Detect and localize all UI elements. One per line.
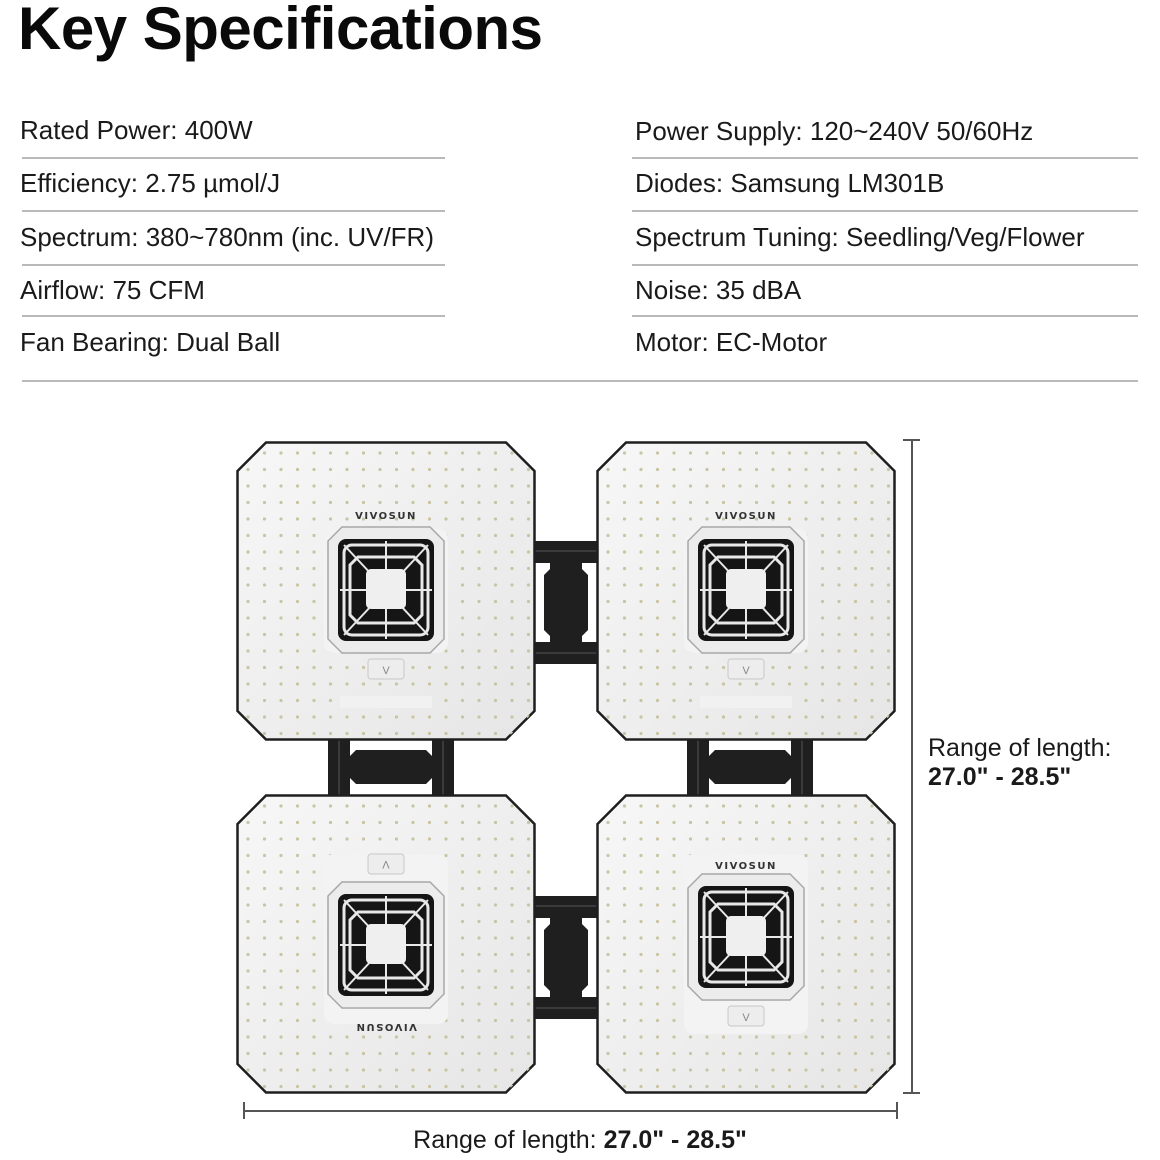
spec-spectrum: Spectrum: 380~780nm (inc. UV/FR) xyxy=(20,222,434,252)
height-range-label: Range of length: 27.0" - 28.5" xyxy=(928,734,1111,792)
brand-logo: VIVOSUN xyxy=(355,511,417,522)
badge-icon: V xyxy=(742,665,750,677)
light-panel-bottom-left: V VIVOSUN xyxy=(236,794,536,1094)
light-panel-top-right: VIVOSUN V xyxy=(596,441,896,741)
badge-icon: V xyxy=(382,665,390,677)
badge-icon: V xyxy=(742,1012,750,1024)
divider xyxy=(632,157,1138,159)
brand-logo: VIVOSUN xyxy=(715,511,777,522)
spec-efficiency: Efficiency: 2.75 µmol/J xyxy=(20,168,281,198)
spec-noise: Noise: 35 dBA xyxy=(635,275,802,305)
height-dimension-line xyxy=(911,439,913,1093)
dimension-cap xyxy=(896,1102,898,1119)
divider xyxy=(22,157,445,159)
dimension-cap xyxy=(903,439,920,441)
spec-diodes: Diodes: Samsung LM301B xyxy=(635,168,945,198)
spec-table: Rated Power: 400W Efficiency: 2.75 µmol/… xyxy=(0,104,1160,384)
divider xyxy=(632,264,1138,266)
connector-bracket-right xyxy=(687,736,813,798)
divider xyxy=(22,315,445,317)
spec-power-supply: Power Supply: 120~240V 50/60Hz xyxy=(635,116,1034,146)
divider xyxy=(22,210,445,212)
badge-icon: V xyxy=(382,858,390,870)
width-range-label: Range of length: 27.0" - 28.5" xyxy=(0,1126,1160,1155)
spec-spectrum-tuning: Spectrum Tuning: Seedling/Veg/Flower xyxy=(635,222,1085,252)
width-range-value: 27.0" - 28.5" xyxy=(603,1126,747,1154)
spec-airflow: Airflow: 75 CFM xyxy=(20,275,205,305)
divider xyxy=(22,380,1138,382)
divider xyxy=(22,264,445,266)
dimension-cap xyxy=(243,1102,245,1119)
width-dimension-line xyxy=(243,1110,897,1112)
spec-rated-power: Rated Power: 400W xyxy=(20,115,253,145)
light-panel-bottom-right: VIVOSUN V xyxy=(596,794,896,1094)
spec-fan-bearing: Fan Bearing: Dual Ball xyxy=(20,327,281,357)
divider xyxy=(632,210,1138,212)
connector-bracket-bottom xyxy=(530,896,602,1019)
light-panel-top-left: VIVOSUN V xyxy=(236,441,536,741)
spec-motor: Motor: EC-Motor xyxy=(635,327,828,357)
dimension-cap xyxy=(903,1092,920,1094)
page-title: Key Specifications xyxy=(18,0,543,62)
width-range-prefix: Range of length: xyxy=(413,1126,597,1154)
connector-bracket-left xyxy=(328,736,454,798)
connector-bracket-top xyxy=(530,541,602,664)
divider xyxy=(632,315,1138,317)
height-range-value: 27.0" - 28.5" xyxy=(928,763,1072,791)
brand-logo: VIVOSUN xyxy=(715,861,777,872)
brand-logo: VIVOSUN xyxy=(355,1021,417,1032)
height-range-prefix: Range of length: xyxy=(928,734,1112,762)
